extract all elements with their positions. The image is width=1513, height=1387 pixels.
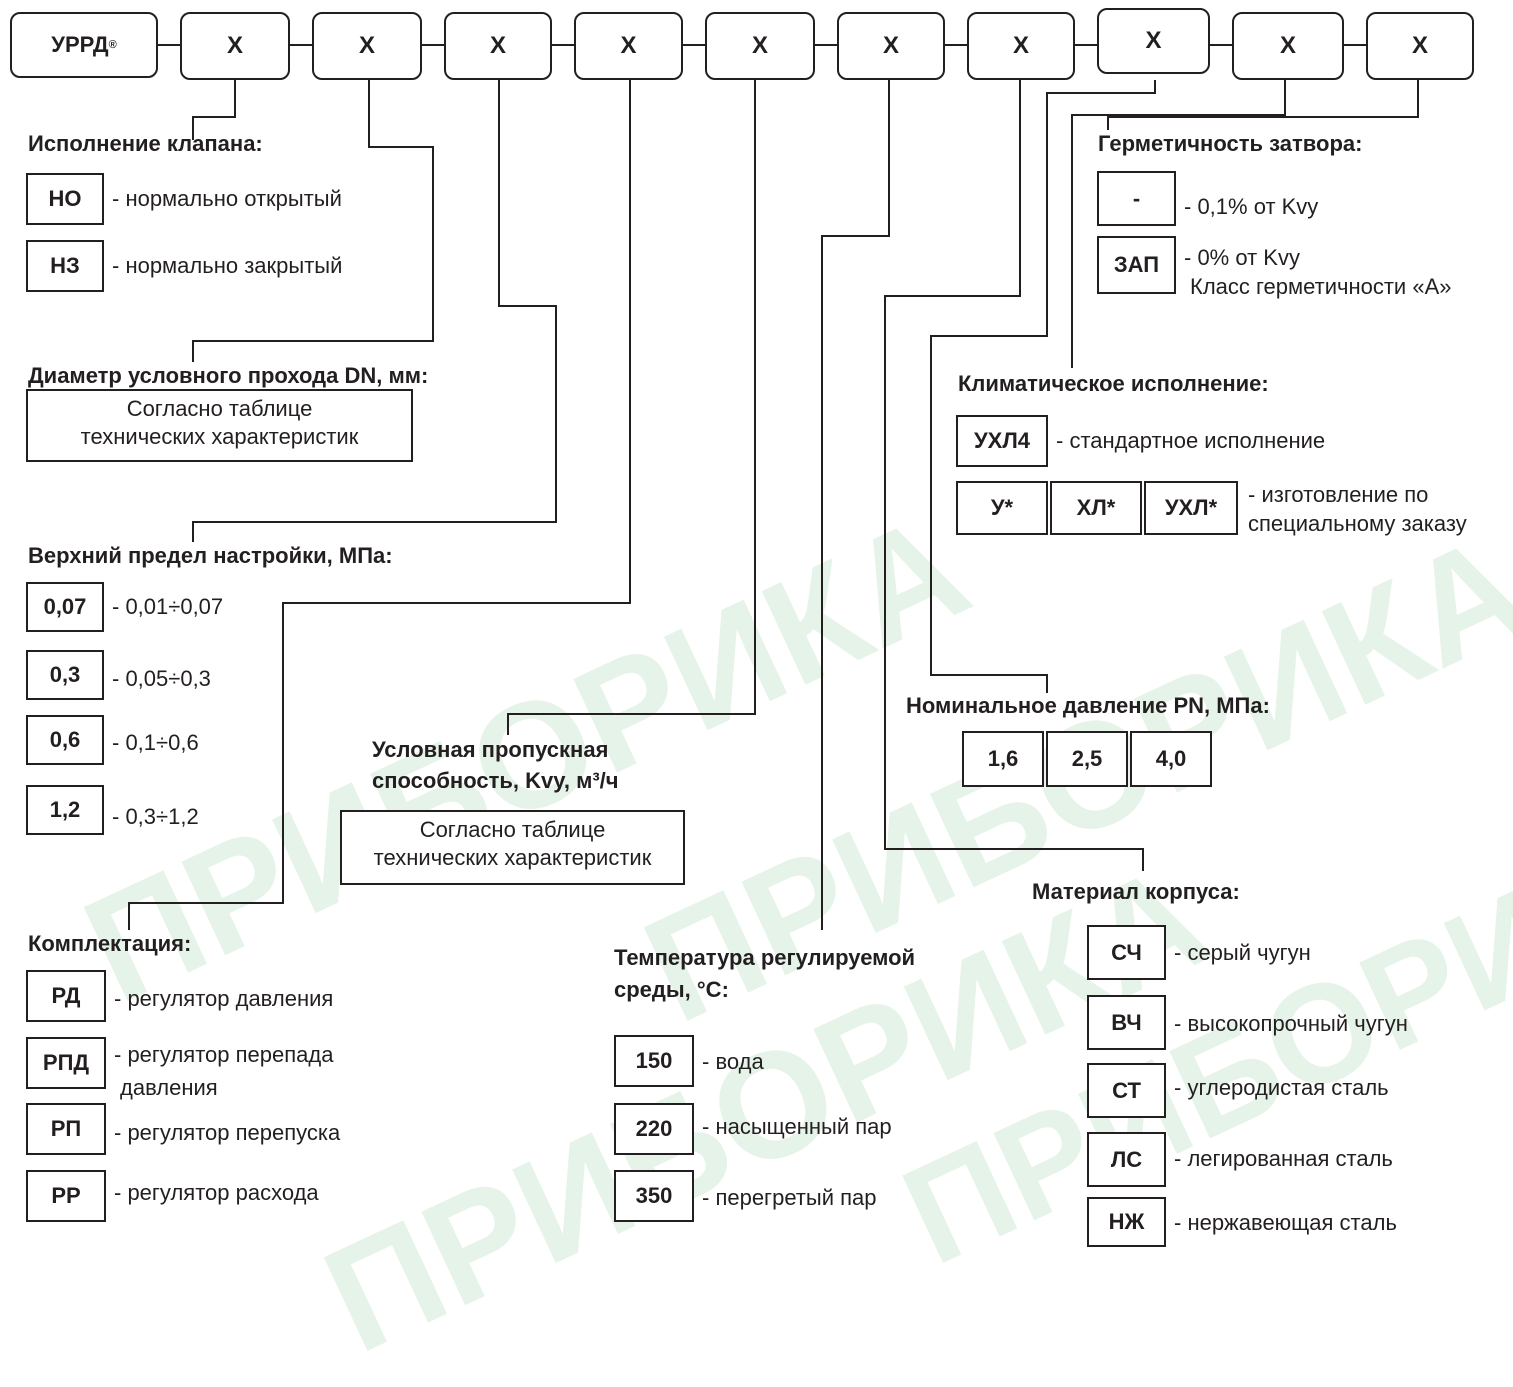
temperature-desc-220: - насыщенный пар bbox=[702, 1114, 892, 1139]
tightness-desc-dash: - 0,1% от Kvy bbox=[1184, 194, 1319, 219]
code-slot-5: X bbox=[705, 12, 815, 80]
capacity-note-line1: Согласно таблице bbox=[419, 817, 606, 842]
climate-code-special-3: УХЛ* bbox=[1144, 481, 1238, 535]
pressure-value-1: 1,6 bbox=[962, 731, 1044, 787]
upper-limit-title: Верхний предел настройки, МПа: bbox=[28, 543, 393, 568]
climate-code-special-1: У* bbox=[956, 481, 1048, 535]
material-title: Материал корпуса: bbox=[1032, 879, 1240, 904]
material-desc-sch: - серый чугун bbox=[1174, 940, 1311, 965]
pressure-value-2: 2,5 bbox=[1046, 731, 1128, 787]
diameter-note: Согласно таблице технических характерист… bbox=[26, 389, 413, 462]
kit-desc-rd: - регулятор давления bbox=[114, 986, 334, 1011]
climate-desc-special-line2: специальному заказу bbox=[1248, 511, 1467, 536]
code-slot-6: X bbox=[837, 12, 945, 80]
code-slot-10: X bbox=[1366, 12, 1474, 80]
temperature-title-line1: Температура регулируемой bbox=[614, 945, 916, 970]
upper-limit-desc-3: - 0,1÷0,6 bbox=[112, 730, 199, 755]
material-code-st: СТ bbox=[1087, 1063, 1166, 1118]
kit-code-rd: РД bbox=[26, 970, 106, 1022]
kit-code-rp: РП bbox=[26, 1103, 106, 1155]
valve-title: Исполнение клапана: bbox=[28, 131, 263, 156]
code-slot-3: X bbox=[444, 12, 552, 80]
kit-desc-rpd-line2: давления bbox=[120, 1075, 218, 1100]
kit-code-rr: РР bbox=[26, 1170, 106, 1222]
upper-limit-code-1: 0,07 bbox=[26, 582, 104, 632]
code-brand-text: УРРД bbox=[51, 32, 109, 57]
valve-code-no: НО bbox=[26, 173, 104, 225]
temperature-desc-150: - вода bbox=[702, 1049, 764, 1074]
climate-code-standard: УХЛ4 bbox=[956, 415, 1048, 467]
upper-limit-code-3: 0,6 bbox=[26, 715, 104, 765]
tightness-code-dash: - bbox=[1097, 171, 1176, 226]
diameter-note-line1: Согласно таблице bbox=[126, 396, 313, 421]
climate-desc-standard: - стандартное исполнение bbox=[1056, 428, 1326, 453]
upper-limit-code-4: 1,2 bbox=[26, 785, 104, 835]
code-slot-1: X bbox=[180, 12, 290, 80]
code-slot-7: X bbox=[967, 12, 1075, 80]
climate-desc-special-line1: - изготовление по bbox=[1248, 482, 1429, 507]
material-code-nzh: НЖ bbox=[1087, 1197, 1166, 1247]
temperature-code-150: 150 bbox=[614, 1035, 694, 1087]
code-slot-8: X bbox=[1097, 8, 1210, 74]
kit-desc-rr: - регулятор расхода bbox=[114, 1180, 319, 1205]
material-desc-vch: - высокопрочный чугун bbox=[1174, 1011, 1408, 1036]
material-desc-ls: - легированная сталь bbox=[1174, 1146, 1393, 1171]
valve-desc-no: - нормально открытый bbox=[112, 186, 342, 211]
capacity-title-line2: способность, Kvy, м³/ч bbox=[372, 768, 619, 793]
capacity-note-line2: технических характеристик bbox=[373, 845, 652, 870]
temperature-desc-350: - перегретый пар bbox=[702, 1185, 877, 1210]
code-brand-box: УРРД® bbox=[10, 12, 158, 78]
kit-title: Комплектация: bbox=[28, 931, 192, 956]
material-desc-nzh: - нержавеющая сталь bbox=[1174, 1210, 1397, 1235]
pressure-title: Номинальное давление PN, МПа: bbox=[906, 693, 1270, 718]
pressure-value-3: 4,0 bbox=[1130, 731, 1212, 787]
upper-limit-desc-4: - 0,3÷1,2 bbox=[112, 804, 199, 829]
valve-code-nz: НЗ bbox=[26, 240, 104, 292]
material-code-sch: СЧ bbox=[1087, 925, 1166, 980]
upper-limit-desc-1: - 0,01÷0,07 bbox=[112, 594, 224, 619]
kit-desc-rpd: - регулятор перепада bbox=[114, 1042, 334, 1067]
registered-mark: ® bbox=[108, 39, 117, 51]
temperature-title-line2: среды, °С: bbox=[614, 977, 729, 1002]
upper-limit-desc-2: - 0,05÷0,3 bbox=[112, 666, 211, 691]
kit-code-rpd: РПД bbox=[26, 1037, 106, 1089]
tightness-desc-zap-line2: Класс герметичности «А» bbox=[1190, 274, 1452, 299]
valve-desc-nz: - нормально закрытый bbox=[112, 253, 343, 278]
upper-limit-code-2: 0,3 bbox=[26, 650, 104, 700]
temperature-code-220: 220 bbox=[614, 1103, 694, 1155]
temperature-code-350: 350 bbox=[614, 1170, 694, 1222]
kit-desc-rp: - регулятор перепуска bbox=[114, 1120, 341, 1145]
capacity-note: Согласно таблице технических характерист… bbox=[340, 810, 685, 885]
climate-title: Климатическое исполнение: bbox=[958, 371, 1269, 396]
diameter-note-line2: технических характеристик bbox=[80, 424, 359, 449]
tightness-title: Герметичность затвора: bbox=[1098, 131, 1363, 156]
code-slot-4: X bbox=[574, 12, 683, 80]
material-code-vch: ВЧ bbox=[1087, 995, 1166, 1050]
connector-lines bbox=[128, 44, 1419, 930]
material-code-ls: ЛС bbox=[1087, 1132, 1166, 1187]
capacity-title-line1: Условная пропускная bbox=[372, 737, 609, 762]
code-slot-9: X bbox=[1232, 12, 1344, 80]
tightness-code-zap: ЗАП bbox=[1097, 236, 1176, 294]
tightness-desc-zap: - 0% от Kvy bbox=[1184, 245, 1300, 270]
material-desc-st: - углеродистая сталь bbox=[1174, 1075, 1389, 1100]
climate-code-special-2: ХЛ* bbox=[1050, 481, 1142, 535]
code-slot-2: X bbox=[312, 12, 422, 80]
diameter-title: Диаметр условного прохода DN, мм: bbox=[28, 363, 429, 388]
